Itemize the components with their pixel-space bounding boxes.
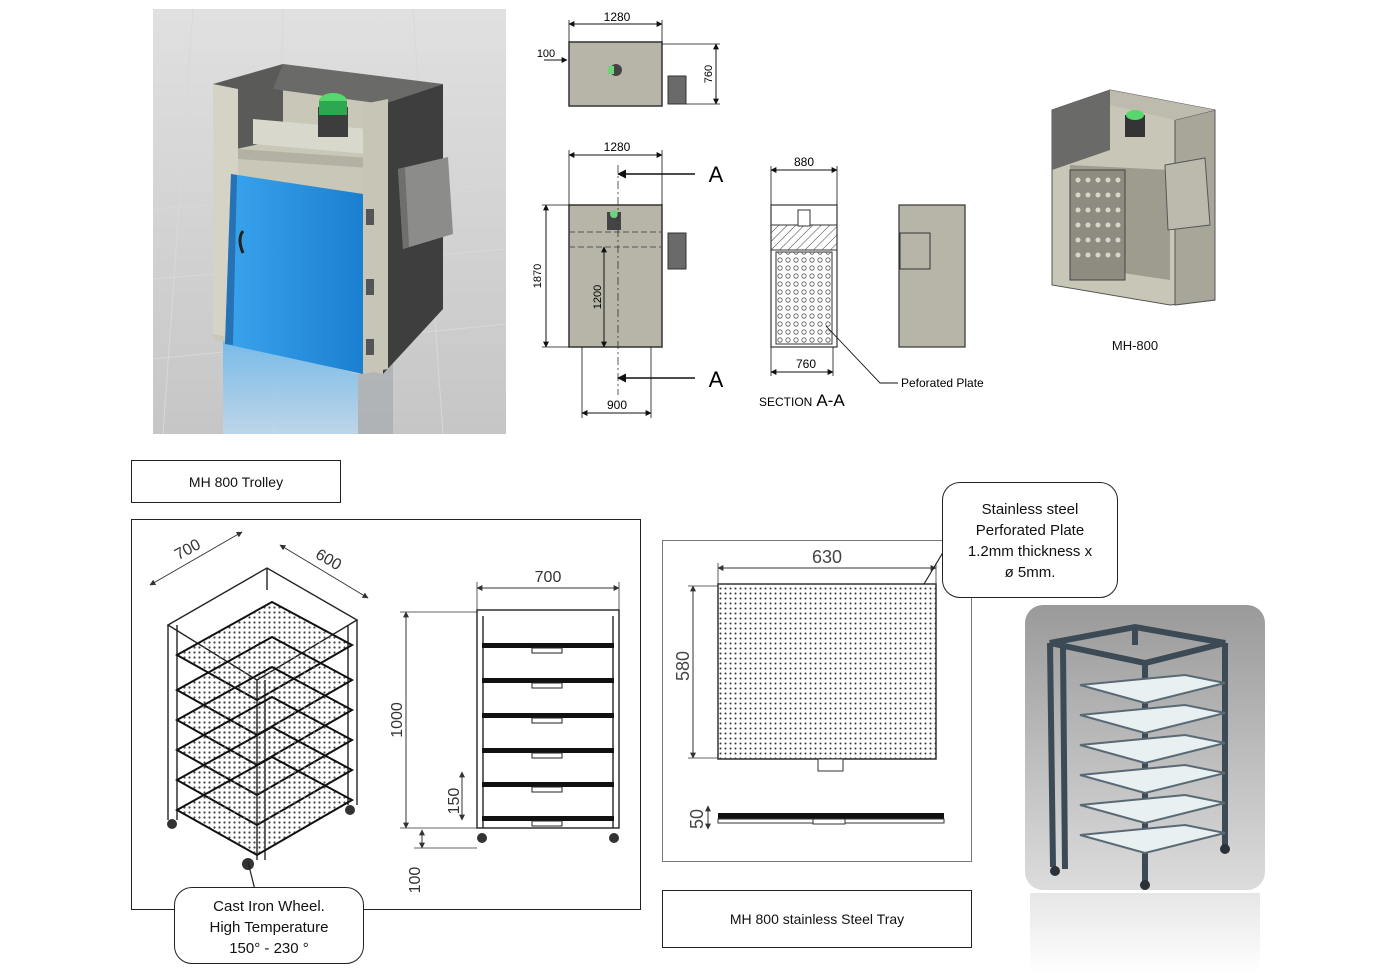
trolley-drawing-panel: 700 600 700 1000 15 — [131, 519, 641, 910]
trolley-label: MH 800 Trolley — [131, 460, 341, 503]
top-depth-label: 760 — [703, 65, 715, 83]
top-offset-label: 100 — [537, 48, 555, 60]
perforated-plate-note: Peforated Plate — [901, 376, 984, 390]
front-inner-height-label: 1200 — [592, 285, 604, 309]
front-trolley-height-label: 1000 — [389, 702, 406, 738]
wheel-callout: Cast Iron Wheel. High Temperature 150° -… — [174, 887, 364, 964]
tray-width-label: 630 — [812, 547, 842, 567]
trolley-render — [1025, 605, 1265, 890]
iso-width-label: 700 — [172, 536, 204, 564]
section-top-width-label: 880 — [794, 155, 814, 169]
wheel-callout-line-1: Cast Iron Wheel. — [213, 898, 325, 915]
front-height-label: 1870 — [532, 264, 544, 288]
oven-render — [153, 9, 506, 434]
plate-callout-line-4: ø 5mm. — [1004, 564, 1056, 581]
section-title-prefix: SECTION — [759, 395, 812, 409]
cabinet-drawings: 1280 100 760 1280 1870 1200 900 A A — [520, 0, 1020, 430]
plate-callout-line-3: 1.2mm thickness x — [967, 543, 1093, 560]
wheel-callout-line-3: 150° - 230 ° — [229, 940, 309, 957]
mh800-label: MH-800 — [1111, 338, 1159, 353]
tray-height-label: 50 — [687, 809, 707, 829]
iso-depth-label: 600 — [312, 546, 344, 574]
plate-callout-line-2: Perforated Plate — [975, 522, 1085, 539]
tray-label: MH 800 stainless Steel Tray — [662, 890, 972, 948]
plate-callout: Stainless steel Perforated Plate 1.2mm t… — [942, 482, 1118, 598]
front-width-label: 1280 — [604, 140, 631, 154]
section-bottom-width-label: 760 — [796, 357, 816, 371]
section-marker-top: A — [709, 162, 724, 187]
front-trolley-spacing-label: 150 — [446, 788, 463, 815]
mh800-render: MH-800 — [1040, 70, 1230, 360]
front-base-width-label: 900 — [607, 398, 627, 412]
section-title-id: A-A — [816, 391, 845, 410]
tray-drawing-panel: 630 580 50 — [662, 540, 972, 862]
wheel-callout-line-2: High Temperature — [209, 919, 329, 936]
top-width-label: 1280 — [604, 10, 631, 24]
trolley-render-reflection — [1030, 893, 1260, 973]
section-marker-bottom: A — [709, 367, 724, 392]
front-trolley-wheel-label: 100 — [407, 867, 424, 894]
front-trolley-width-label: 700 — [535, 569, 562, 586]
plate-callout-line-1: Stainless steel — [981, 501, 1079, 518]
tray-depth-label: 580 — [673, 651, 693, 681]
side-view-body — [898, 204, 966, 348]
tray-top-view — [717, 583, 937, 760]
section-perforated-plate — [775, 251, 833, 345]
